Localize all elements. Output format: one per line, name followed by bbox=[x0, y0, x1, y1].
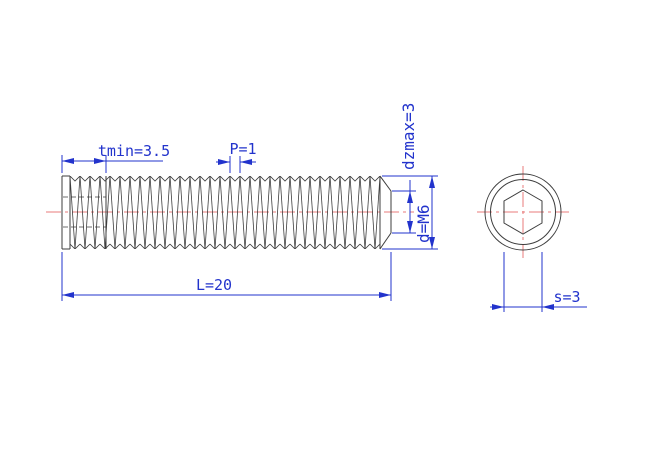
arrowhead-left bbox=[62, 292, 74, 298]
tmin-label: tmin=3.5 bbox=[98, 142, 170, 160]
side-view: tmin=3.5 P=1 dzmax=3 bbox=[46, 103, 438, 301]
dimension-pitch: P=1 bbox=[216, 140, 257, 173]
arrowhead-right bbox=[240, 159, 252, 165]
length-label: L=20 bbox=[196, 276, 232, 294]
tip-chamfer-top bbox=[379, 175, 392, 192]
tip-chamfer-bottom bbox=[379, 232, 392, 250]
arrowhead-left bbox=[62, 158, 74, 164]
arrowhead-right bbox=[379, 292, 391, 298]
end-view: s=3 bbox=[477, 166, 587, 312]
arrowhead-left bbox=[218, 159, 230, 165]
dimension-dzmax: dzmax=3 bbox=[392, 103, 418, 234]
arrowhead-up bbox=[429, 176, 435, 188]
dimension-diameter: d=M6 bbox=[382, 175, 438, 250]
hex-socket-outline bbox=[503, 189, 543, 235]
arrowhead-down bbox=[429, 237, 435, 249]
dimension-length: L=20 bbox=[61, 252, 392, 301]
dimension-hex-width: s=3 bbox=[490, 252, 587, 312]
arrowhead-down bbox=[407, 221, 413, 233]
screw-body bbox=[61, 175, 392, 250]
dimension-tmin: tmin=3.5 bbox=[61, 142, 170, 173]
dzmax-label: dzmax=3 bbox=[399, 103, 418, 170]
thread-root-circle bbox=[490, 179, 556, 245]
thread-hatching bbox=[70, 176, 380, 249]
diameter-label: d=M6 bbox=[414, 204, 433, 243]
arrowhead-up bbox=[407, 191, 413, 203]
pitch-label: P=1 bbox=[229, 140, 256, 158]
arrowhead-right bbox=[542, 304, 554, 310]
outer-diameter-circle bbox=[484, 173, 562, 251]
hex-width-label: s=3 bbox=[553, 288, 580, 306]
arrowhead-left bbox=[492, 304, 504, 310]
arrowhead-right bbox=[94, 158, 106, 164]
